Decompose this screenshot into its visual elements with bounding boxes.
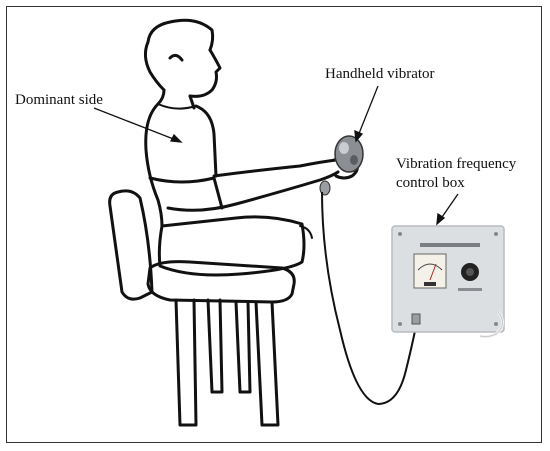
control-box-label-line1: Vibration frequency — [396, 156, 517, 172]
control-box-label-line2: control box — [396, 175, 465, 191]
control-box-arrow — [439, 193, 459, 221]
annotation-arrows — [93, 85, 459, 226]
control-box — [391, 225, 505, 339]
chair — [108, 189, 296, 427]
dominant-side-arrow — [93, 107, 177, 141]
cable — [321, 191, 417, 406]
control-box-arrowhead — [436, 212, 446, 226]
seated-person — [143, 18, 359, 277]
control-box-label: Vibration frequency control box — [396, 155, 516, 193]
handheld-vibrator-label: Handheld vibrator — [325, 66, 435, 82]
vibrator-arrowhead — [354, 129, 364, 143]
dominant-side-arrowhead — [169, 133, 183, 143]
vibrator-arrow — [357, 85, 379, 137]
handheld-vibrator — [319, 135, 364, 196]
figure-border — [6, 6, 542, 443]
dominant-side-label: Dominant side — [15, 92, 103, 108]
